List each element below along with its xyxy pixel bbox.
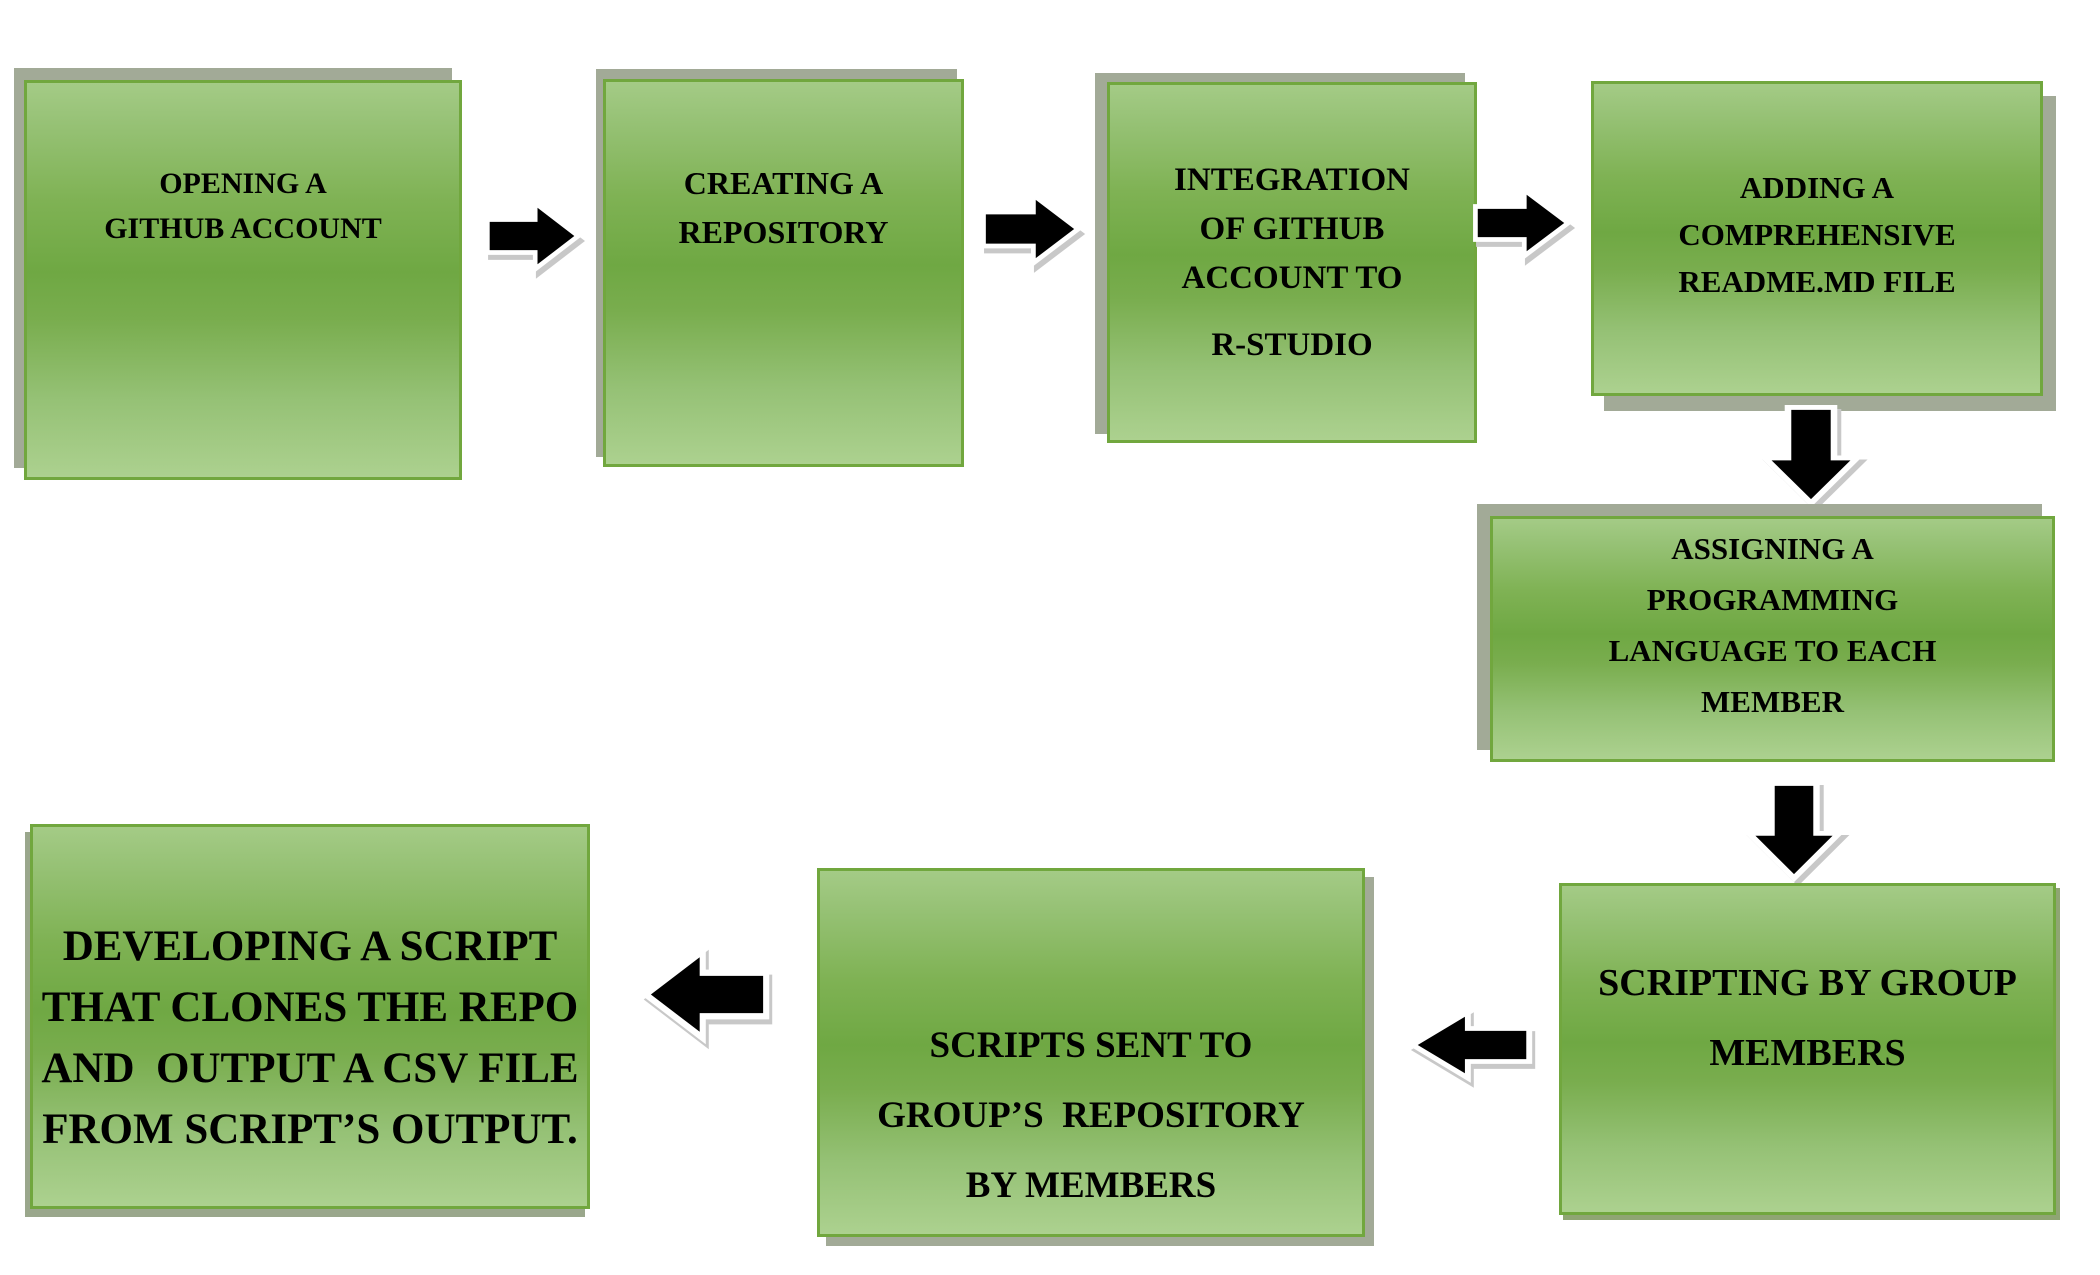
flow-step-label: INTEGRATION OF GITHUB ACCOUNT TO [1174, 161, 1410, 296]
arrow-left-icon [1407, 1007, 1533, 1083]
flow-step-label: DEVELOPING A SCRIPT THAT CLONES THE REPO… [41, 922, 579, 1153]
flow-step-label: SCRIPTS SENT TO GROUP’S REPOSITORY BY ME… [877, 1024, 1305, 1206]
flow-step-label: SCRIPTING BY GROUP MEMBERS [1598, 962, 2017, 1074]
flow-step-scripts-sent-to-repo: SCRIPTS SENT TO GROUP’S REPOSITORY BY ME… [817, 868, 1365, 1237]
arrow-right-icon [1473, 185, 1573, 261]
flow-step-label: CREATING A REPOSITORY [678, 165, 889, 250]
arrow-left-icon [640, 944, 770, 1045]
flow-step-develop-clone-script: DEVELOPING A SCRIPT THAT CLONES THE REPO… [30, 824, 590, 1209]
flow-step-creating-repository: CREATING A REPOSITORY [603, 79, 964, 467]
flow-step-github-rstudio-integration: INTEGRATION OF GITHUB ACCOUNT TO R-STUDI… [1107, 82, 1477, 443]
flow-step-scripting-by-members: SCRIPTING BY GROUP MEMBERS [1559, 883, 2056, 1215]
flow-step-assign-language: ASSIGNING A PROGRAMMING LANGUAGE TO EACH… [1490, 516, 2055, 762]
flow-step-label: ASSIGNING A PROGRAMMING LANGUAGE TO EACH… [1608, 531, 1937, 719]
arrow-right-icon [981, 190, 1083, 268]
flow-step-opening-github-account: OPENING A GITHUB ACCOUNT [24, 80, 462, 480]
arrow-down-icon [1742, 781, 1846, 883]
arrow-down-icon [1758, 405, 1864, 508]
flow-step-label: OPENING A GITHUB ACCOUNT [104, 167, 382, 245]
flow-step-sublabel: R-STUDIO [1211, 326, 1373, 363]
arrow-right-icon [485, 198, 582, 274]
flow-step-readme-file: ADDING A COMPREHENSIVE README.MD FILE [1591, 81, 2043, 396]
flow-step-label: ADDING A COMPREHENSIVE README.MD FILE [1678, 170, 1956, 299]
